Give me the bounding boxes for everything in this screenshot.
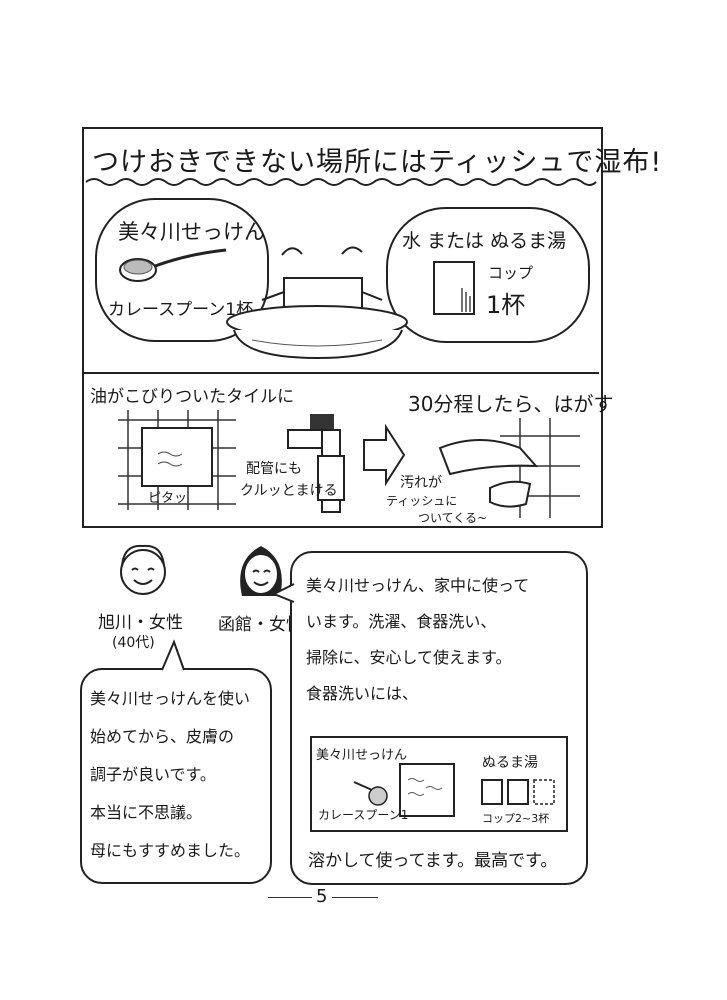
dirt-label-1: 汚れが [400,475,442,491]
woman-2-face [240,546,282,596]
panel-divider [82,372,599,374]
person2-name: 函館・女性 [218,615,303,635]
peel-illustration [438,418,580,518]
bubble-2-end: 溶かして使ってます。最高です。 [308,851,558,871]
woman-1-face [120,544,166,595]
pipe-label-1: 配管にも [246,461,302,477]
bubble-2-line-4: 食器洗いには、 [306,684,419,703]
tile-title: 油がこびりついたタイルに [90,387,295,407]
pipe-illustration [287,414,345,513]
person1-age: (40代) [112,635,155,651]
person1-name: 旭川・女性 [98,613,183,633]
mini-cups-icon [481,779,555,805]
soap-label: 美々川せっけん [118,220,265,244]
bubble-2-text: 美々川せっけん、家中に使って います。洗濯、食器洗い、 掃除に、安心して使えます… [306,568,529,712]
bubble-1-line-5: 母にもすすめました。 [90,841,251,860]
cup-label: コップ [488,264,534,282]
page-title: つけおきできない場所にはティッシュで湿布! [92,147,663,178]
testimonial-bubble-2 [290,551,588,885]
cup-icon [433,261,475,315]
mini-basin-icon [399,763,455,817]
bubble-1-line-4: 本当に不思議。 [90,803,203,822]
bubble-2-line-2: います。洗濯、食器洗い、 [306,612,497,631]
right-arrow-icon [363,423,406,487]
tile-wall-illustration [118,410,236,510]
dish-washing-diagram [310,736,568,832]
mini-spoon-label: カレースプーン1 [318,808,409,822]
bubble-1-text: 美々川せっけんを使い 始めてから、皮膚の 調子が良いです。 本当に不思議。 母に… [90,680,250,870]
testimonial-bubble-1 [80,668,272,884]
water-label: 水 または ぬるま湯 [402,230,567,252]
water-speech-bubble [386,207,590,343]
footer-rule-left [268,897,312,898]
basin-illustration [226,246,408,360]
wavy-underline [85,178,597,186]
bubble-1-line-2: 始めてから、皮膚の [90,727,235,746]
bubble-2-line-3: 掃除に、安心して使えます。 [306,648,512,667]
bubble-1-tail [161,639,185,672]
bubble-2-line-1: 美々川せっけん、家中に使って [306,576,530,595]
bubble-1-line-1: 美々川せっけんを使い [90,689,251,708]
spoon-label: カレースプーン1杯 [108,300,254,320]
spoon-icon [119,248,227,282]
page-number: 5 [316,886,328,907]
pita-label: ピタッ [148,491,188,506]
dirt-label-2: ティッシュに [386,494,458,508]
peel-title: 30分程したら、はがす [408,392,614,416]
bubble-2-tail [271,583,295,603]
mini-soap-label: 美々川せっけん [316,748,408,763]
dirt-label-3: ついてくる~ [418,511,488,525]
mini-cups-label: コップ2~3杯 [482,812,550,825]
bubble-1-line-3: 調子が良いです。 [90,765,216,784]
cup-count: 1杯 [486,291,526,319]
mini-water-label: ぬるま湯 [482,755,538,771]
pipe-label-2: クルッとまける [240,483,338,499]
footer-rule-right [332,897,378,898]
mini-spoon-icon [353,781,388,806]
